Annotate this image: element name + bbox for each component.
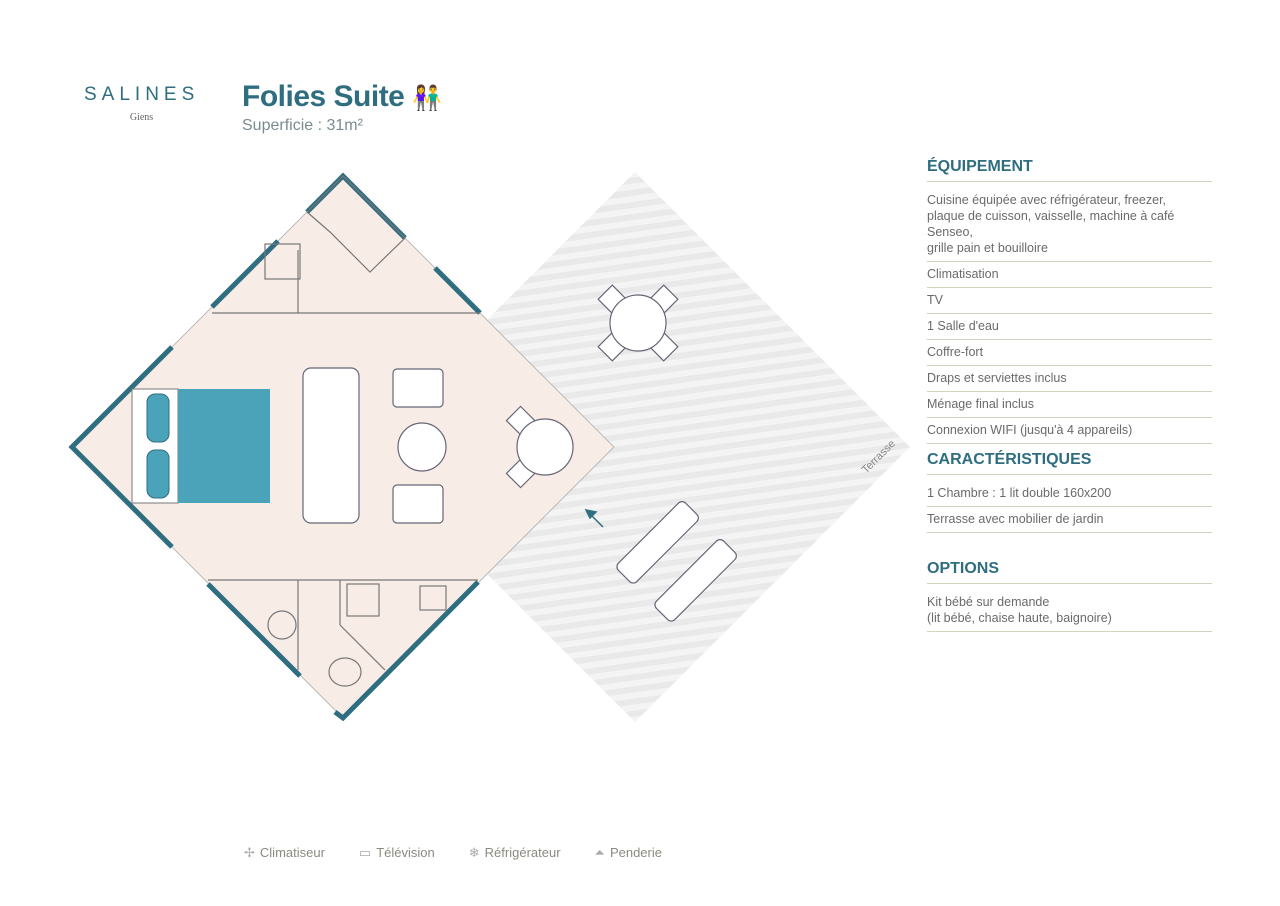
- terrace: [360, 172, 910, 722]
- furniture: [302, 284, 737, 622]
- list-item: 1 Salle d'eau: [927, 314, 1212, 340]
- brand-city: Giens: [129, 112, 154, 123]
- legend-label: Climatiseur: [259, 845, 325, 860]
- surface-label: Superficie : 31m²: [242, 117, 363, 134]
- entrance-arrow-icon: [584, 508, 604, 528]
- hanger-icon: ⏶: [594, 845, 605, 860]
- two-persons-icon: 👫: [412, 85, 442, 112]
- features-title: CARACTÉRISTIQUES: [927, 451, 1212, 475]
- legend-item: ⏶ Penderie: [595, 845, 662, 861]
- options-section: OPTIONS Kit bébé sur demande (lit bébé, …: [927, 560, 1212, 632]
- bed: [131, 388, 270, 504]
- legend-item: ❄ Réfrigérateur: [469, 845, 561, 861]
- list-item: Climatisation: [927, 262, 1212, 288]
- options-title: OPTIONS: [927, 560, 1212, 584]
- list-item: Connexion WIFI (jusqu'à 4 appareils): [927, 418, 1212, 444]
- page-title: Folies Suite 👫: [242, 80, 442, 114]
- list-item: Kit bébé sur demande (lit bébé, chaise h…: [927, 590, 1212, 632]
- list-item: Ménage final inclus: [927, 392, 1212, 418]
- list-item: Cuisine équipée avec réfrigérateur, free…: [927, 188, 1212, 262]
- list-item: TV: [927, 288, 1212, 314]
- legend-label: Réfrigérateur: [484, 845, 561, 860]
- legend-label: Penderie: [609, 845, 662, 860]
- interior-walls: [208, 175, 480, 687]
- list-item: Coffre-fort: [927, 340, 1212, 366]
- brand-logo: SALINES Giens: [84, 84, 199, 123]
- snowflake-icon: ❄: [468, 845, 480, 860]
- title-text: Folies Suite: [242, 80, 405, 113]
- legend-item: ▭ Télévision: [359, 845, 435, 861]
- floor-plan: Terrasse: [68, 172, 910, 722]
- list-item: Draps et serviettes inclus: [927, 366, 1212, 392]
- legend-label: Télévision: [376, 845, 435, 860]
- features-section: CARACTÉRISTIQUES 1 Chambre : 1 lit doubl…: [927, 451, 1212, 533]
- list-item: Terrasse avec mobilier de jardin: [927, 507, 1212, 533]
- fan-icon: ✢: [244, 845, 255, 860]
- tv-icon: ▭: [358, 845, 372, 860]
- equipment-title: ÉQUIPEMENT: [927, 158, 1212, 182]
- legend-item: ✢ Climatiseur: [244, 845, 325, 861]
- brand-name: SALINES: [84, 84, 200, 105]
- legend: ✢Climatiseur ▭Télévision ❄Réfrigérateur …: [244, 845, 662, 861]
- equipment-section: ÉQUIPEMENT Cuisine équipée avec réfrigér…: [927, 158, 1212, 444]
- list-item: 1 Chambre : 1 lit double 160x200: [927, 481, 1212, 507]
